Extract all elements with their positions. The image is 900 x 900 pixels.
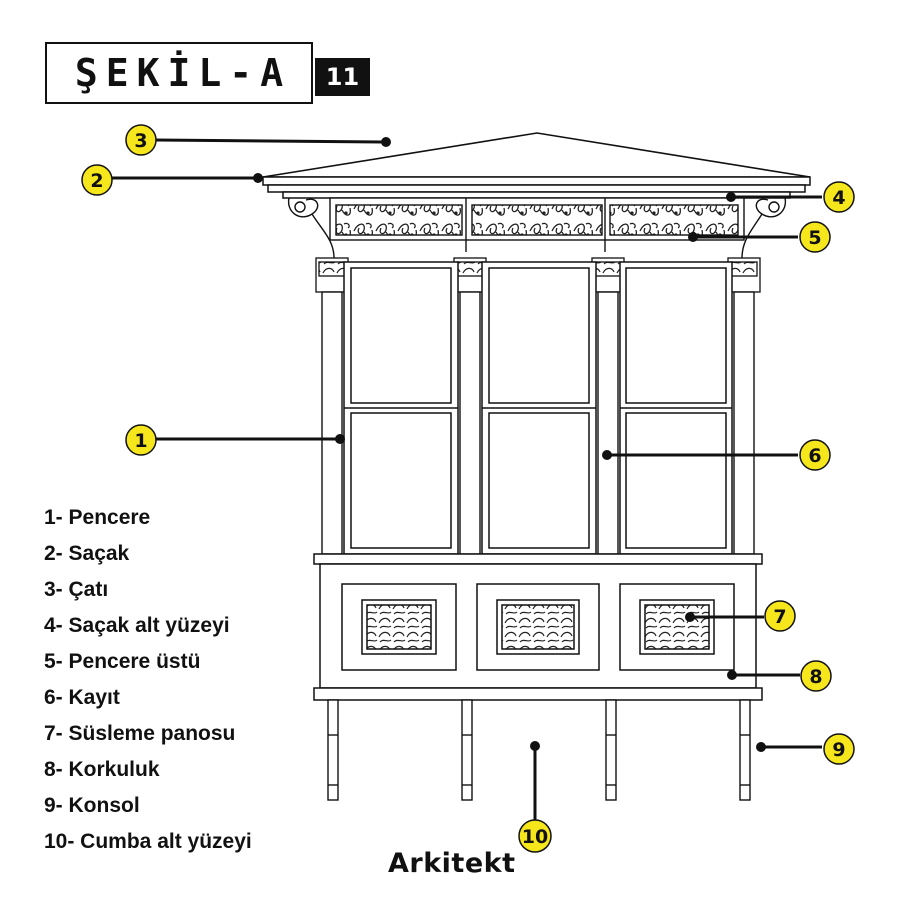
callout-9: 9 [823, 733, 855, 765]
legend-item: 10- Cumba alt yüzeyi [44, 830, 252, 853]
brand-logo-text: Arkitekt [388, 848, 516, 879]
legend-item: 7- Süsleme panosu [44, 722, 236, 745]
callout-7: 7 [764, 600, 796, 632]
svg-text:1: 1 [134, 430, 147, 452]
sill [313, 553, 763, 565]
callout-6: 6 [799, 439, 831, 471]
legend-list: 1- Pencere 2- Saçak 3- Çatı 4- Saçak alt… [44, 504, 252, 864]
svg-text:9: 9 [832, 739, 845, 761]
roof [262, 132, 811, 178]
svg-text:3: 3 [134, 130, 147, 152]
cumba-alt-yuzeyi [313, 687, 763, 701]
callout-2: 2 [81, 164, 113, 196]
callout-3: 3 [125, 124, 157, 156]
korkuluk [319, 563, 757, 689]
svg-text:8: 8 [809, 666, 822, 688]
pencere-ustu-frieze [329, 197, 745, 252]
svg-text:2: 2 [90, 170, 103, 192]
svg-text:6: 6 [808, 445, 821, 467]
legend-item: 8- Korkuluk [44, 758, 160, 781]
brackets [287, 197, 787, 259]
legend-item: 3- Çatı [44, 578, 109, 601]
legend-item: 6- Kayıt [44, 686, 120, 709]
callout-10: 10 [518, 819, 552, 853]
legend-item: 2- Saçak [44, 542, 130, 565]
svg-text:4: 4 [832, 187, 845, 209]
legend-item: 9- Konsol [44, 794, 140, 817]
windows [343, 261, 733, 555]
konsol-posts [327, 699, 751, 801]
figure-title-box: ŞEKİL-A [45, 42, 313, 104]
callout-1: 1 [125, 424, 157, 456]
callout-5: 5 [799, 221, 831, 253]
svg-text:7: 7 [773, 606, 786, 628]
svg-text:5: 5 [808, 227, 821, 249]
callout-8: 8 [800, 660, 832, 692]
columns [321, 291, 755, 555]
legend-item: 1- Pencere [44, 506, 151, 529]
legend-item: 4- Saçak alt yüzeyi [44, 614, 230, 637]
eave [262, 176, 811, 199]
figure-number-badge: 11 [315, 58, 370, 96]
callout-leaders [112, 137, 822, 820]
svg-text:10: 10 [522, 826, 548, 848]
callout-badges: 3 2 4 5 1 6 7 8 [81, 124, 855, 853]
callout-4: 4 [823, 181, 855, 213]
legend-item: 5- Pencere üstü [44, 650, 201, 673]
figure-title: ŞEKİL-A [74, 51, 292, 95]
